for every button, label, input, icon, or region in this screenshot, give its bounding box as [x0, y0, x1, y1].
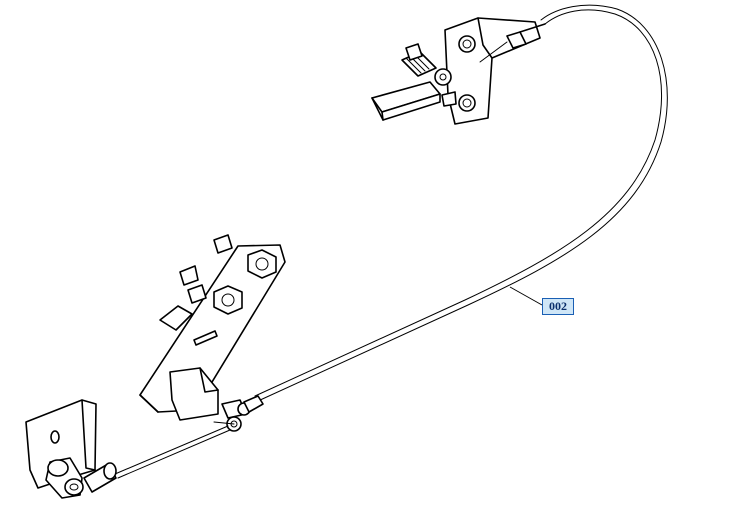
part-callout-002[interactable]: 002 — [542, 298, 574, 315]
lower-bracket-assembly — [25, 399, 117, 499]
upper-bracket-assembly — [371, 17, 546, 125]
cable — [254, 4, 668, 402]
middle-bracket-assembly — [139, 234, 286, 432]
callout-leader-line — [509, 286, 543, 306]
inner-wire — [114, 425, 231, 479]
